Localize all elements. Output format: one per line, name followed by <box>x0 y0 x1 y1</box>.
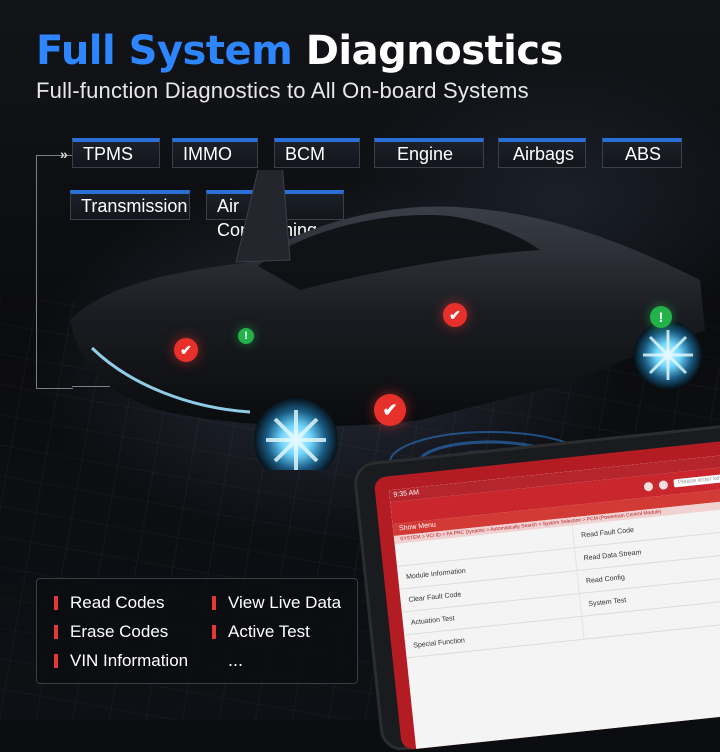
page-title: Full System Diagnostics <box>36 28 563 74</box>
system-tag-tpms: TPMS <box>72 138 160 168</box>
system-tag-immo: IMMO <box>172 138 258 168</box>
home-icon[interactable] <box>643 481 654 492</box>
search-input[interactable]: Please enter keyword <box>673 472 720 488</box>
check-icon: ✔ <box>443 303 467 327</box>
exclamation-icon: ! <box>238 328 254 344</box>
check-icon: ✔ <box>174 338 198 362</box>
system-tag-abs: ABS <box>602 138 682 168</box>
diagnostic-tablet: 9:35 AM Please enter keyword Show Menu S… <box>352 420 720 752</box>
print-icon[interactable] <box>658 479 669 490</box>
feature-view-live-data: View Live Data <box>212 593 341 613</box>
page-subtitle: Full-function Diagnostics to All On-boar… <box>36 78 529 103</box>
tablet-screen: 9:35 AM Please enter keyword Show Menu S… <box>388 453 720 749</box>
feature-read-codes: Read Codes <box>54 593 165 613</box>
system-connector-line <box>72 386 134 387</box>
chevron-right-icon: » <box>60 146 68 162</box>
sports-car-illustration <box>70 170 705 470</box>
system-tag-bcm: BCM <box>274 138 360 168</box>
title-main: Diagnostics <box>305 28 564 74</box>
check-icon: ✔ <box>374 394 406 426</box>
system-tag-transmission: Transmission <box>70 190 190 220</box>
system-connector-bracket <box>36 155 73 389</box>
system-tag-engine: Engine <box>374 138 484 168</box>
feature-active-test: Active Test <box>212 622 310 642</box>
system-tag-airbags: Airbags <box>498 138 586 168</box>
exclamation-icon: ! <box>650 306 672 328</box>
feature-more: ... <box>228 650 244 670</box>
title-highlight: Full System <box>36 28 293 74</box>
feature-vin-information: VIN Information <box>54 651 188 671</box>
feature-erase-codes: Erase Codes <box>54 622 168 642</box>
feature-list-panel <box>36 578 358 684</box>
